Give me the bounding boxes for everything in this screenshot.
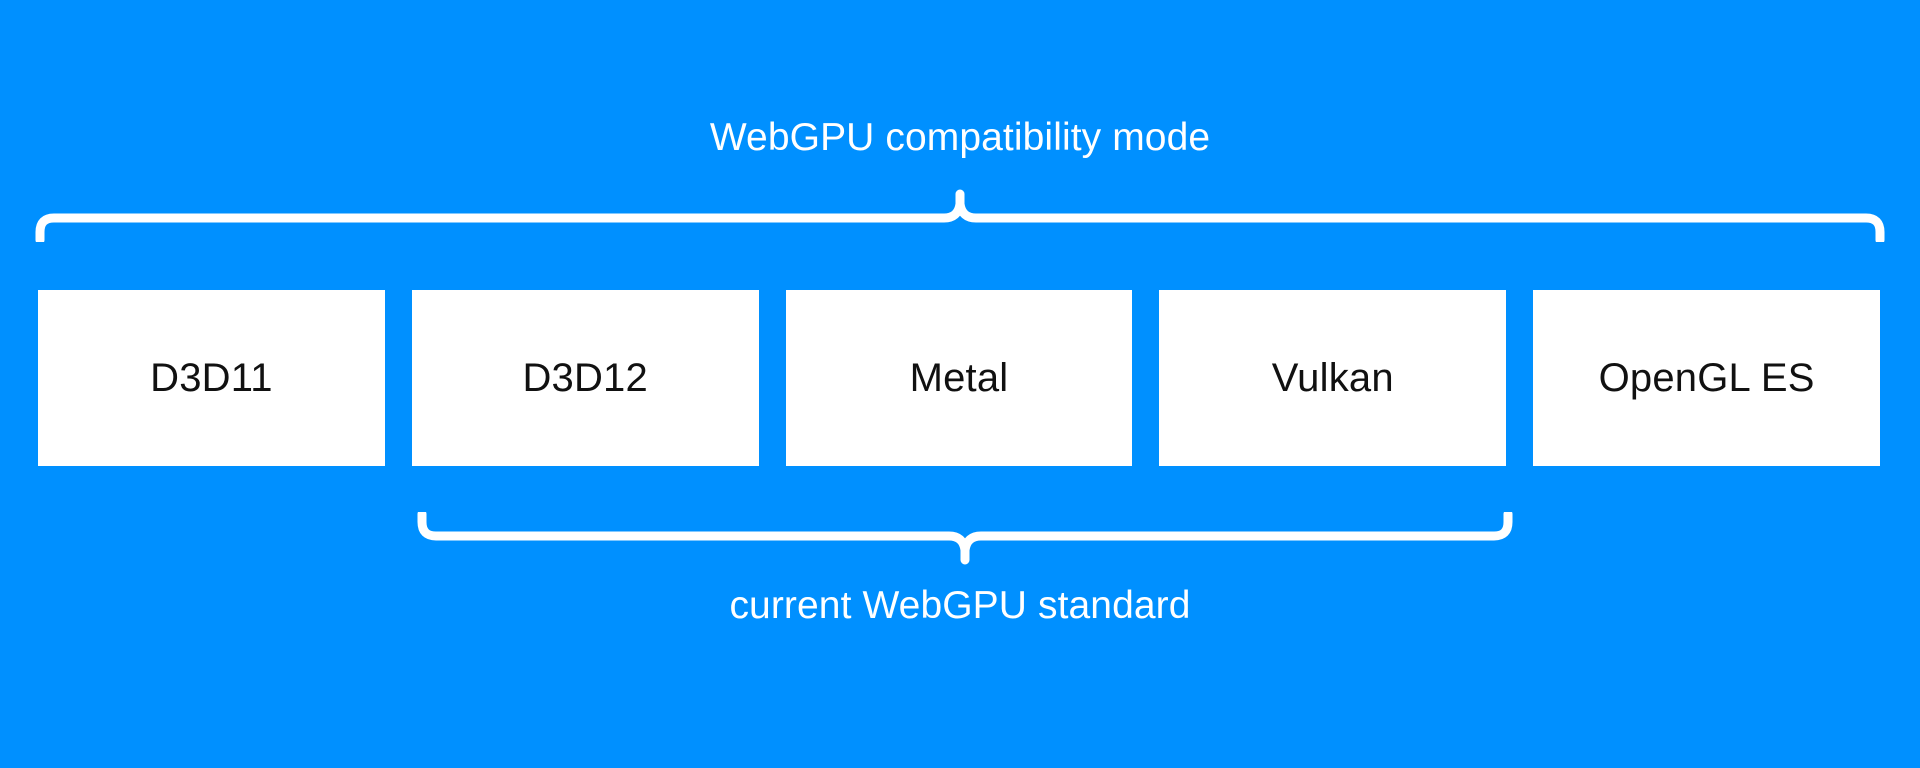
api-box-opengl-es[interactable]: OpenGL ES <box>1533 290 1880 466</box>
api-box-label: D3D11 <box>150 356 273 400</box>
api-box-vulkan[interactable]: Vulkan <box>1159 290 1507 466</box>
top-group-brace-icon <box>35 189 1885 242</box>
api-box-d3d11[interactable]: D3D11 <box>38 290 385 466</box>
api-box-metal[interactable]: Metal <box>785 290 1133 466</box>
api-box-d3d12[interactable]: D3D12 <box>411 290 759 466</box>
api-box-label: Metal <box>909 356 1009 400</box>
api-box-row: D3D11 D3D12 Metal Vulkan OpenGL ES <box>38 290 1880 466</box>
api-box-label: Vulkan <box>1271 356 1394 400</box>
bottom-group-label: current WebGPU standard <box>729 584 1191 627</box>
bottom-group-brace-icon <box>417 512 1513 565</box>
top-group-label: WebGPU compatibility mode <box>709 116 1211 159</box>
api-box-label: D3D12 <box>522 356 648 400</box>
api-box-label: OpenGL ES <box>1598 356 1815 400</box>
